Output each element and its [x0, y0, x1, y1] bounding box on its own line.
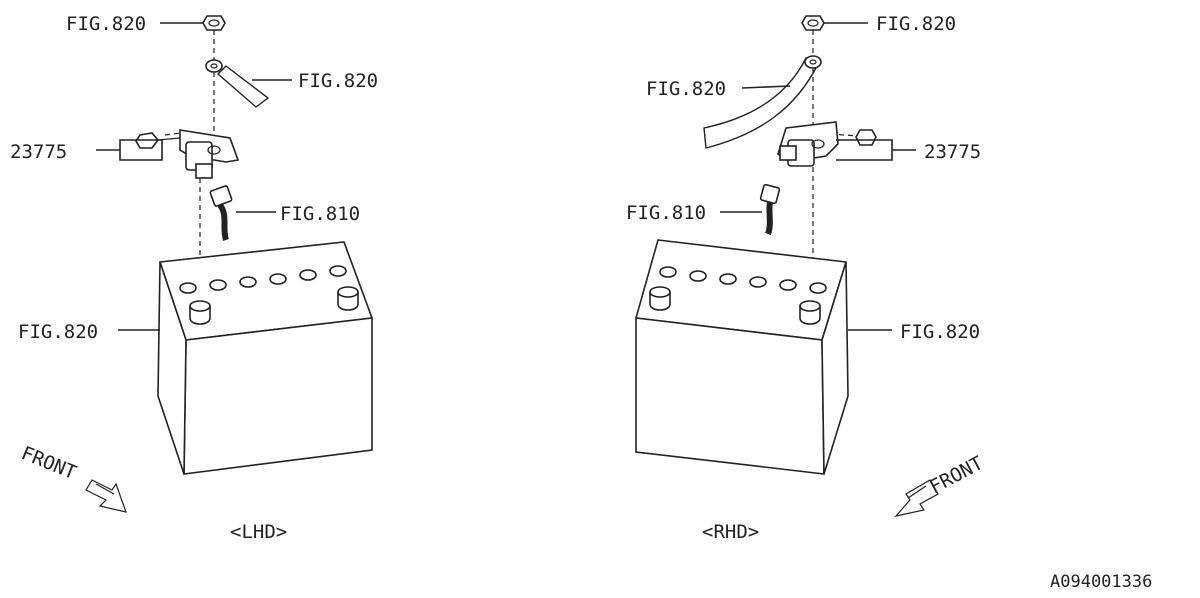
- rhd-harness-connector: [720, 183, 781, 236]
- lhd-battery-ref-label: FIG.820: [18, 321, 98, 343]
- lhd-battery-cable: [205, 59, 292, 108]
- rhd-cable-ref-label: FIG.820: [646, 78, 726, 100]
- rhd-front-label: FRONT: [926, 452, 987, 498]
- lhd-terminal-clamp: [135, 129, 240, 179]
- lhd-part-bracket: [119, 139, 163, 161]
- rhd-nut-ref-label: FIG.820: [876, 13, 956, 35]
- rhd-caption: <RHD>: [702, 521, 759, 543]
- rhd-battery: [634, 239, 892, 475]
- lhd-assembly: FIG.820 FIG.820 23775: [10, 13, 378, 543]
- rhd-terminal-clamp: [777, 121, 877, 167]
- lhd-cable-ref-label: FIG.820: [298, 70, 378, 92]
- lhd-harness-ref-label: FIG.810: [280, 203, 360, 225]
- rhd-harness-ref-label: FIG.810: [626, 202, 706, 224]
- drawing-id: A094001336: [1050, 572, 1152, 592]
- lhd-nut: [160, 15, 226, 31]
- lhd-caption: <LHD>: [230, 521, 287, 543]
- rhd-battery-ref-label: FIG.820: [900, 321, 980, 343]
- rhd-part-number-label: 23775: [924, 141, 981, 163]
- lhd-nut-ref-label: FIG.820: [66, 13, 146, 35]
- lhd-front-label: FRONT: [18, 442, 79, 484]
- rhd-assembly: FIG.820 FIG.820 23775 FIG: [626, 13, 987, 543]
- rhd-battery-cable: [703, 55, 822, 149]
- lhd-part-number-label: 23775: [10, 141, 67, 163]
- lhd-battery: [118, 241, 374, 475]
- rhd-nut: [801, 15, 868, 31]
- lhd-harness-connector: [209, 185, 276, 241]
- lhd-front-arrow-icon: [85, 479, 127, 513]
- rhd-front-arrow-icon: [894, 479, 939, 517]
